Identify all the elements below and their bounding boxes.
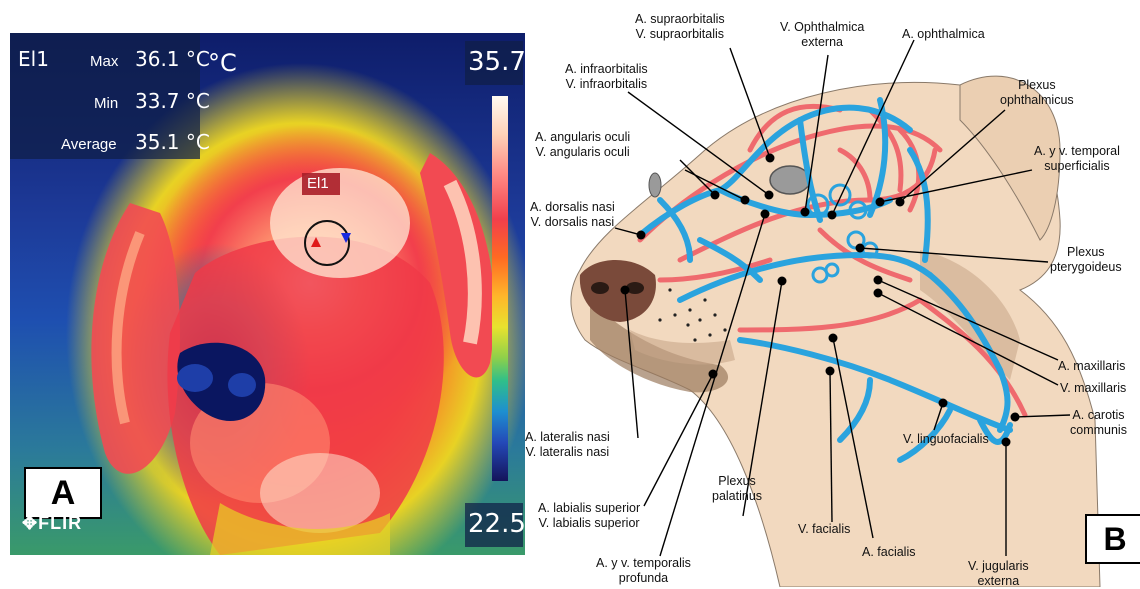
spot-label-text: El1: [307, 175, 329, 192]
label-temporalis-profunda: A. y v. temporalis profunda: [596, 556, 691, 586]
label-v-facialis-line-1: V. facialis: [798, 522, 850, 537]
flir-logo: ✥FLIR: [22, 513, 82, 534]
max-value: 36.1 °C: [135, 47, 210, 71]
label-plexus-pterygoideus-line-2: pterygoideus: [1050, 260, 1122, 275]
label-dorsalis-nasi-line-2: V. dorsalis nasi: [530, 215, 615, 230]
label-plexus-ophthalmicus: Plexus ophthalmicus: [1000, 78, 1074, 108]
min-label: Min: [94, 95, 118, 112]
label-temporal-superficialis-line-2: superficialis: [1034, 159, 1120, 174]
readout-title: El1: [18, 47, 49, 71]
label-plexus-ophthalmicus-line-1: Plexus: [1000, 78, 1074, 93]
label-ophthalmica-externa-line-2: externa: [780, 35, 864, 50]
label-angularis-oculi-line-1: A. angularis oculi: [535, 130, 630, 145]
label-maxillaris-a-line-1: A. maxillaris: [1058, 359, 1125, 374]
label-labialis-superior-line-2: V. labialis superior: [538, 516, 640, 531]
temperature-scale-bar: [492, 96, 508, 481]
label-infraorbitalis-line-1: A. infraorbitalis: [565, 62, 648, 77]
label-supraorbitalis-line-1: A. supraorbitalis: [635, 12, 725, 27]
panel-label-a: A: [24, 467, 102, 519]
label-plexus-palatinus-line-1: Plexus: [712, 474, 762, 489]
max-label: Max: [90, 53, 118, 70]
label-lateralis-nasi-line-1: A. lateralis nasi: [525, 430, 610, 445]
label-ophthalmica-externa-line-1: V. Ophthalmica: [780, 20, 864, 35]
scale-max: 35.7: [468, 47, 525, 77]
flir-icon: ✥: [22, 513, 38, 533]
label-angularis-oculi-line-2: V. angularis oculi: [535, 145, 630, 160]
average-value: 35.1 °C: [135, 130, 210, 154]
label-supraorbitalis: A. supraorbitalis V. supraorbitalis: [635, 12, 725, 42]
label-carotis-line-1: A. carotis: [1070, 408, 1127, 423]
label-angularis-oculi: A. angularis oculi V. angularis oculi: [535, 130, 630, 160]
label-temporalis-profunda-line-2: profunda: [596, 571, 691, 586]
label-maxillaris-v-line-1: V. maxillaris: [1060, 381, 1126, 396]
label-supraorbitalis-line-2: V. supraorbitalis: [635, 27, 725, 42]
label-a-facialis: A. facialis: [862, 545, 916, 560]
label-ophthalmica: A. ophthalmica: [902, 27, 985, 42]
label-plexus-pterygoideus: Plexus pterygoideus: [1050, 245, 1122, 275]
label-dorsalis-nasi-line-1: A. dorsalis nasi: [530, 200, 615, 215]
label-labialis-superior: A. labialis superior V. labialis superio…: [538, 501, 640, 531]
label-plexus-palatinus: Plexus palatinus: [712, 474, 762, 504]
anatomy-diagram-panel: A. supraorbitalis V. supraorbitalis V. O…: [540, 0, 1140, 587]
label-infraorbitalis: A. infraorbitalis V. infraorbitalis: [565, 62, 648, 92]
label-carotis-line-2: communis: [1070, 423, 1127, 438]
label-temporalis-profunda-line-1: A. y v. temporalis: [596, 556, 691, 571]
label-plexus-pterygoideus-line-1: Plexus: [1050, 245, 1122, 260]
label-temporal-superficialis: A. y v. temporal superficialis: [1034, 144, 1120, 174]
label-jugularis-line-1: V. jugularis: [968, 559, 1029, 574]
panel-label-b: B: [1085, 514, 1140, 564]
label-lateralis-nasi: A. lateralis nasi V. lateralis nasi: [525, 430, 610, 460]
flir-logo-text: FLIR: [38, 513, 82, 533]
label-jugularis: V. jugularis externa: [968, 559, 1029, 589]
label-v-facialis: V. facialis: [798, 522, 850, 537]
label-plexus-palatinus-line-2: palatinus: [712, 489, 762, 504]
label-lateralis-nasi-line-2: V. lateralis nasi: [525, 445, 610, 460]
label-labialis-superior-line-1: A. labialis superior: [538, 501, 640, 516]
average-label: Average: [61, 136, 117, 153]
label-a-facialis-line-1: A. facialis: [862, 545, 916, 560]
label-temporal-superficialis-line-1: A. y v. temporal: [1034, 144, 1120, 159]
unit-label: °C: [208, 49, 237, 77]
min-value: 33.7 °C: [135, 89, 210, 113]
label-dorsalis-nasi: A. dorsalis nasi V. dorsalis nasi: [530, 200, 615, 230]
thermal-image-panel: El1 Max 36.1 °C Min 33.7 °C Average 35.1…: [10, 33, 525, 555]
label-linguofacialis: V. linguofacialis: [903, 432, 989, 447]
scale-min: 22.5: [468, 509, 525, 539]
label-ophthalmica-externa: V. Ophthalmica externa: [780, 20, 864, 50]
label-linguofacialis-line-1: V. linguofacialis: [903, 432, 989, 447]
label-plexus-ophthalmicus-line-2: ophthalmicus: [1000, 93, 1074, 108]
label-carotis: A. carotis communis: [1070, 408, 1127, 438]
label-maxillaris-v: V. maxillaris: [1060, 381, 1126, 396]
label-ophthalmica-line-1: A. ophthalmica: [902, 27, 985, 42]
label-maxillaris-a: A. maxillaris: [1058, 359, 1125, 374]
label-infraorbitalis-line-2: V. infraorbitalis: [565, 77, 648, 92]
